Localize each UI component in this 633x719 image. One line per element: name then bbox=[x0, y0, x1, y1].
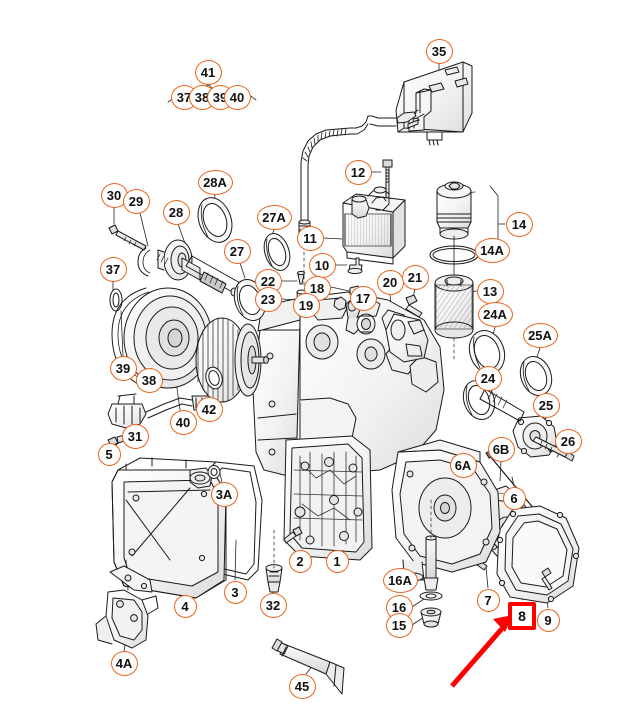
part-callout-3[interactable]: 3 bbox=[223, 580, 247, 604]
part-callout-38[interactable]: 38 bbox=[135, 367, 163, 393]
part-callout-10[interactable]: 10 bbox=[308, 252, 336, 278]
part-callout-27a[interactable]: 27A bbox=[256, 204, 292, 230]
part-callout-40[interactable]: 40 bbox=[169, 409, 197, 435]
part-callout-4[interactable]: 4 bbox=[173, 594, 197, 618]
part-callout-28[interactable]: 28 bbox=[162, 199, 190, 225]
part-callout-6b[interactable]: 6B bbox=[487, 436, 515, 462]
part-callout-7[interactable]: 7 bbox=[476, 588, 500, 612]
part-callout-3a[interactable]: 3A bbox=[210, 481, 238, 507]
part-callout-5[interactable]: 5 bbox=[97, 442, 121, 466]
part-callout-20[interactable]: 20 bbox=[376, 269, 404, 295]
part-callout-14[interactable]: 14 bbox=[505, 211, 533, 237]
part-callout-42[interactable]: 42 bbox=[195, 396, 223, 422]
part-callout-17[interactable]: 17 bbox=[349, 285, 377, 311]
part-callout-37[interactable]: 37 bbox=[99, 256, 127, 282]
part-callout-26[interactable]: 26 bbox=[554, 428, 582, 454]
part-callout-21[interactable]: 21 bbox=[401, 264, 429, 290]
part-callout-8-highlighted[interactable]: 8 bbox=[508, 602, 536, 630]
part-callout-27[interactable]: 27 bbox=[223, 238, 251, 264]
part-callout-35[interactable]: 35 bbox=[425, 38, 453, 64]
part-callout-9[interactable]: 9 bbox=[536, 608, 560, 632]
part-callout-24[interactable]: 24 bbox=[474, 365, 502, 391]
part-callout-25a[interactable]: 25A bbox=[522, 322, 558, 348]
part-callout-19[interactable]: 19 bbox=[292, 292, 320, 318]
part-callout-16a[interactable]: 16A bbox=[382, 567, 418, 593]
part-callout-6a[interactable]: 6A bbox=[449, 452, 477, 478]
part-callout-14a[interactable]: 14A bbox=[474, 237, 510, 263]
part-callout-13[interactable]: 13 bbox=[476, 278, 504, 304]
part-callout-39[interactable]: 39 bbox=[109, 355, 137, 381]
part-callout-2[interactable]: 2 bbox=[288, 549, 312, 573]
part-callout-24a[interactable]: 24A bbox=[477, 301, 513, 327]
part-callout-4a[interactable]: 4A bbox=[110, 650, 138, 676]
part-callout-40[interactable]: 40 bbox=[223, 84, 251, 110]
part-callout-23[interactable]: 23 bbox=[254, 286, 282, 312]
part-callout-28a[interactable]: 28A bbox=[197, 169, 233, 195]
part-callout-31[interactable]: 31 bbox=[121, 423, 149, 449]
part-callout-45[interactable]: 45 bbox=[288, 673, 316, 699]
part-callout-6[interactable]: 6 bbox=[502, 486, 526, 510]
part-callout-15[interactable]: 15 bbox=[385, 612, 413, 638]
part-callout-11[interactable]: 11 bbox=[296, 225, 324, 251]
part-callout-1[interactable]: 1 bbox=[325, 549, 349, 573]
part-callout-29[interactable]: 29 bbox=[122, 188, 150, 214]
part-callout-12[interactable]: 12 bbox=[344, 159, 372, 185]
part-callout-32[interactable]: 32 bbox=[259, 592, 287, 618]
part-callout-41[interactable]: 41 bbox=[194, 59, 222, 85]
part-callout-25[interactable]: 25 bbox=[532, 392, 560, 418]
